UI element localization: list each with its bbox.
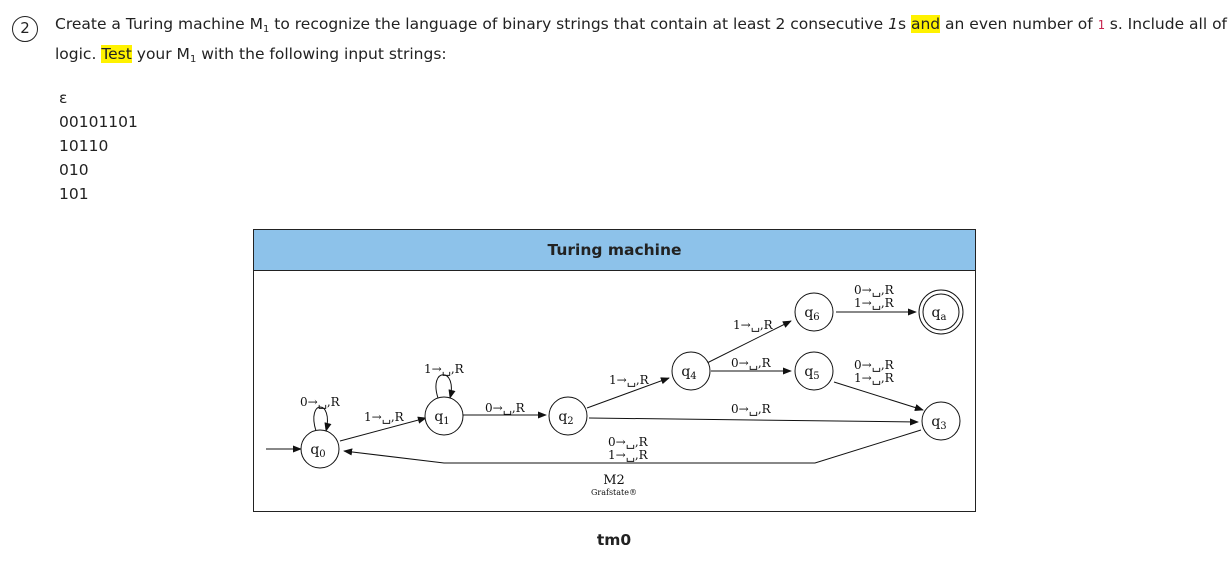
grafstate-watermark: Grafstate® — [591, 488, 637, 497]
edge-q2-q3 — [588, 417, 919, 426]
transition-label: 0→␣,R — [854, 358, 895, 372]
inline-code: 1 — [1097, 18, 1105, 32]
state-label-qa: qa — [932, 305, 947, 323]
turing-machine-panel: Turing machine — [253, 229, 976, 512]
state-q5 — [794, 351, 834, 391]
question-text: Create a Turing machine M1 to recognize … — [55, 12, 1228, 72]
state-label-q1: q1 — [434, 409, 449, 427]
state-label-q3: q3 — [931, 414, 946, 432]
state-label-q5: q5 — [804, 364, 819, 382]
transition-label: 0→␣,R — [608, 435, 649, 449]
state-q6 — [794, 292, 834, 332]
transition-label: 1→␣,R — [364, 410, 405, 424]
transition-label: 1→␣,R — [854, 296, 895, 310]
diagram-name: M2 — [603, 473, 625, 488]
edge-q4-q6 — [704, 320, 792, 365]
edge-q1-loop — [435, 374, 456, 399]
edge-q2-q4 — [586, 377, 670, 409]
state-label-q0: q0 — [310, 442, 325, 460]
transition-label: 1→␣,R — [608, 448, 649, 462]
edge-q3-q0 — [343, 429, 922, 464]
panel-header: Turing machine — [254, 230, 975, 271]
state-q3 — [921, 401, 961, 441]
input-string: ε — [59, 89, 68, 107]
input-string: 010 — [59, 161, 89, 179]
state-q2 — [548, 396, 588, 436]
input-string: 101 — [59, 185, 89, 203]
transition-label: 0→␣,R — [485, 401, 526, 415]
question-line-2: logic. Test your M1 with the following i… — [55, 45, 447, 65]
edge-q0-loop — [313, 406, 332, 432]
transition-label: 1→␣,R — [424, 362, 465, 376]
question-number-badge: 2 — [12, 16, 38, 42]
transition-label: 1→␣,R — [854, 371, 895, 385]
edge-q0-q1 — [339, 416, 427, 442]
transition-label: 1→␣,R — [609, 373, 650, 387]
question-line-1: Create a Turing machine M1 to recognize … — [55, 15, 1228, 35]
input-strings-list: ε 00101101 10110 010 101 — [59, 86, 138, 206]
state-diagram: q0 q1 q2 q4 q5 q6 q3 qa 0→␣,R 1→␣,R 1→␣,… — [266, 283, 964, 497]
highlight-test: Test — [101, 45, 132, 63]
state-q0 — [300, 429, 340, 469]
highlight-and: and — [910, 15, 941, 33]
state-label-q4: q4 — [681, 364, 696, 382]
state-qa-inner — [922, 293, 960, 331]
state-label-q2: q2 — [558, 409, 573, 427]
transition-label: 0→␣,R — [854, 283, 895, 297]
transition-label: 0→␣,R — [300, 395, 341, 409]
transition-label: 1→␣,R — [733, 318, 774, 332]
state-q4 — [671, 351, 711, 391]
edge-q5-q3 — [833, 381, 924, 412]
state-label-q6: q6 — [804, 305, 819, 323]
input-string: 10110 — [59, 137, 109, 155]
transition-label: 0→␣,R — [731, 402, 772, 416]
diagram-footer-label: tm0 — [596, 531, 632, 549]
state-q1 — [424, 396, 464, 436]
input-string: 00101101 — [59, 113, 138, 131]
transition-label: 0→␣,R — [731, 356, 772, 370]
